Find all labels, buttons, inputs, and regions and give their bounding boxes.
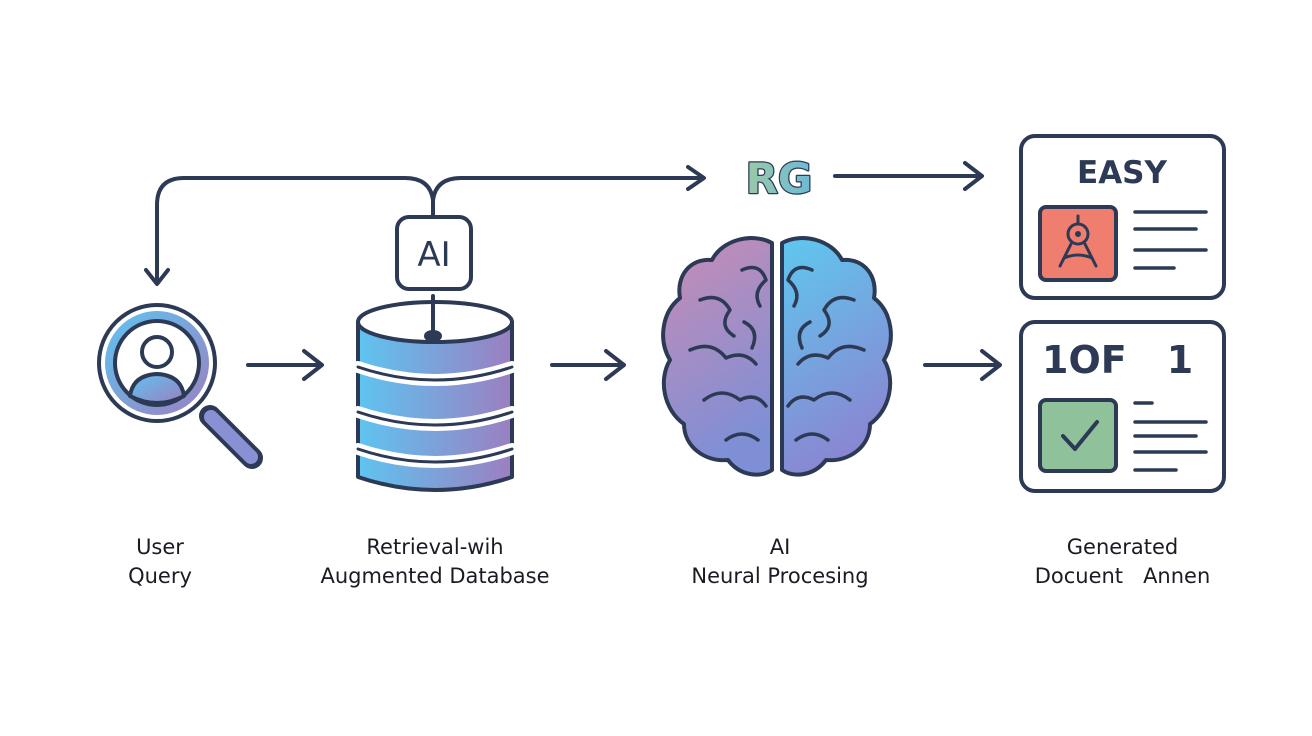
doc-top-text-lines: [1133, 210, 1208, 270]
label-database-line1: Retrieval-wih: [366, 535, 504, 559]
brain-icon: [661, 236, 893, 477]
label-database-line2: Augmented Database: [320, 564, 550, 588]
label-neural: AI Neural Procesing: [640, 533, 920, 591]
database-icon: [352, 294, 518, 492]
doc-top-title: EASY: [1077, 155, 1167, 191]
doc-bottom-right-text: 1: [1167, 338, 1193, 382]
document-card-bottom: 1OF 1: [1019, 320, 1226, 493]
arrow-rg-to-doc: [833, 161, 984, 191]
ai-badge-text: AI: [417, 235, 450, 275]
ai-badge: AI: [395, 215, 473, 291]
label-user-query-line2: Query: [128, 564, 192, 588]
rg-badge: RG: [744, 153, 813, 205]
label-documents-line2: Docuent Annen: [1034, 564, 1211, 588]
label-user-query-line1: User: [136, 535, 184, 559]
label-documents-line1: Generated: [1066, 535, 1179, 559]
label-neural-line2: Neural Procesing: [691, 564, 869, 588]
label-documents: Generated Docuent Annen: [985, 533, 1260, 591]
rg-badge-text: RG: [746, 154, 813, 203]
label-user-query: User Query: [80, 533, 240, 591]
top-loop-connector: [144, 165, 706, 286]
search-user-icon: [97, 303, 263, 469]
check-icon: [1038, 398, 1118, 473]
doc-bottom-left-text: 1OF: [1042, 338, 1127, 382]
doc-bottom-text-lines: [1133, 401, 1208, 472]
compass-icon: [1038, 205, 1118, 282]
arrow-brain-to-doc: [923, 349, 1002, 381]
label-neural-line1: AI: [769, 535, 791, 559]
label-database: Retrieval-wih Augmented Database: [280, 533, 590, 591]
document-card-top: EASY: [1019, 134, 1226, 300]
arrow-query-to-db: [246, 349, 324, 381]
arrow-db-to-brain: [550, 349, 626, 381]
